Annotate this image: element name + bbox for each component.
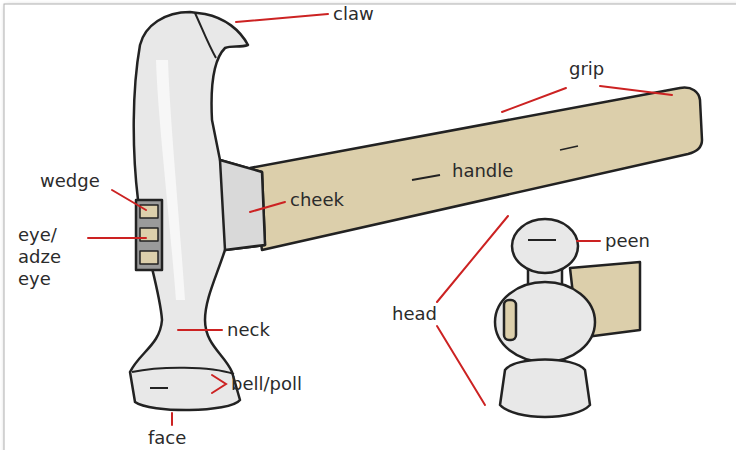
- small-eye: [504, 300, 516, 340]
- leader-line: [250, 202, 285, 212]
- leader-line: [171, 413, 173, 425]
- part-label: head: [392, 303, 437, 325]
- leader-line: [112, 190, 146, 210]
- leader-line: [88, 237, 146, 239]
- claw-hammer-head: [130, 12, 265, 410]
- leader-lines: [88, 14, 672, 425]
- head-shape: [130, 12, 265, 410]
- part-label: face: [148, 427, 186, 449]
- peen-ball: [512, 219, 578, 273]
- leader-line: [577, 240, 600, 242]
- part-label: claw: [333, 3, 374, 25]
- claw-hammer-handle: [250, 88, 702, 250]
- part-label: bell/poll: [231, 373, 302, 395]
- eye-slot: [136, 200, 162, 270]
- part-label: cheek: [290, 189, 344, 211]
- handle-shape: [250, 88, 702, 250]
- face-mark: [150, 387, 168, 389]
- bell-ridge: [132, 368, 234, 374]
- bracket-line: [437, 326, 485, 405]
- wedge-band: [140, 251, 158, 264]
- wood-grain: [412, 175, 440, 180]
- wood-grain: [560, 146, 578, 150]
- frame: [4, 4, 736, 450]
- small-head-body: [495, 282, 595, 362]
- part-label: peen: [605, 230, 650, 252]
- cheek-face: [220, 160, 265, 250]
- part-label: eye/ adze eye: [18, 224, 96, 290]
- part-label: grip: [569, 58, 604, 80]
- leader-line: [236, 14, 328, 22]
- bracket-line: [437, 216, 508, 302]
- leader-line: [178, 329, 222, 331]
- part-label: handle: [452, 160, 513, 182]
- small-face: [500, 360, 590, 418]
- part-label: neck: [227, 319, 270, 341]
- peen-mark: [528, 239, 556, 241]
- bracket-line: [502, 88, 566, 112]
- part-label: wedge: [40, 170, 100, 192]
- bracket-line: [600, 86, 672, 95]
- leader-chevron: [212, 375, 226, 393]
- wedge-band: [140, 228, 158, 241]
- claw-split: [195, 13, 216, 58]
- frame-border: [4, 4, 736, 450]
